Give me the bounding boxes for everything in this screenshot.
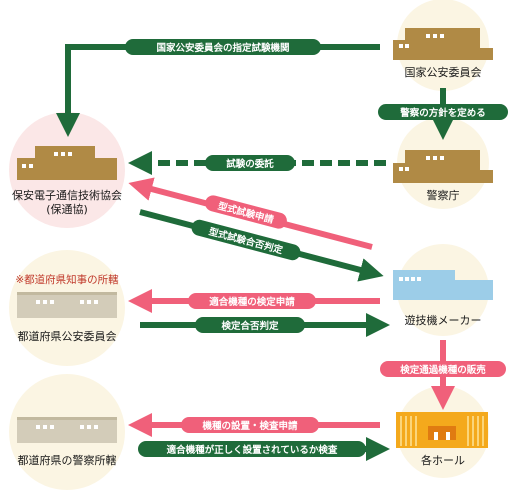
pref-police-building-icon: [17, 417, 117, 443]
arrow-policy: 警察の方針を定める: [378, 88, 508, 140]
hotsukyo-label-abbr: (保通協): [46, 202, 88, 216]
maker-label: 遊技機メーカー: [405, 313, 482, 327]
arrow-verify-apply: 適合機種の検定申請: [128, 289, 380, 313]
arrow-verify-result: 検定合否判定: [140, 313, 390, 337]
arrow-verify-result-label: 検定合否判定: [221, 320, 279, 332]
pref-police-label: 都道府県の警察所轄: [18, 453, 117, 467]
maker-factory-icon: [393, 270, 493, 300]
psc-building-icon: [393, 28, 493, 60]
halls-label: 各ホール: [421, 453, 465, 467]
npa-building-icon: [393, 150, 493, 183]
npa-label: 警察庁: [427, 188, 460, 202]
arrow-designated-label: 国家公安委員会の指定試験機関: [156, 42, 289, 54]
arrow-inspection: 適合機種が正しく設置されているか検査: [138, 437, 390, 461]
halls-building-icon: [396, 412, 488, 448]
arrow-commission-label: 試験の委託: [226, 158, 274, 170]
hotsukyo-building-icon: [17, 146, 117, 180]
hotsukyo-label: 保安電子通信技術協会: [12, 188, 122, 202]
arrow-commission: 試験の委託: [128, 151, 386, 175]
arrow-sale-label: 検定通過機種の販売: [400, 364, 486, 376]
arrow-sale: 検定通過機種の販売: [380, 340, 506, 410]
pref-psc-label: 都道府県公安委員会: [18, 329, 117, 343]
psc-label: 国家公安委員会: [405, 65, 482, 79]
arrow-designated: 国家公安委員会の指定試験機関: [56, 39, 380, 137]
arrow-install-apply: 機種の設置・検査申請: [128, 413, 380, 437]
arrow-policy-label: 警察の方針を定める: [400, 107, 486, 119]
governor-note: ※都道府県知事の所轄: [15, 273, 119, 286]
arrow-verify-apply-label: 適合機種の検定申請: [209, 296, 295, 308]
pref-psc-building-icon: [17, 292, 117, 318]
arrow-install-apply-label: 機種の設置・検査申請: [202, 420, 298, 432]
arrow-inspection-label: 適合機種が正しく設置されているか検査: [167, 444, 338, 456]
